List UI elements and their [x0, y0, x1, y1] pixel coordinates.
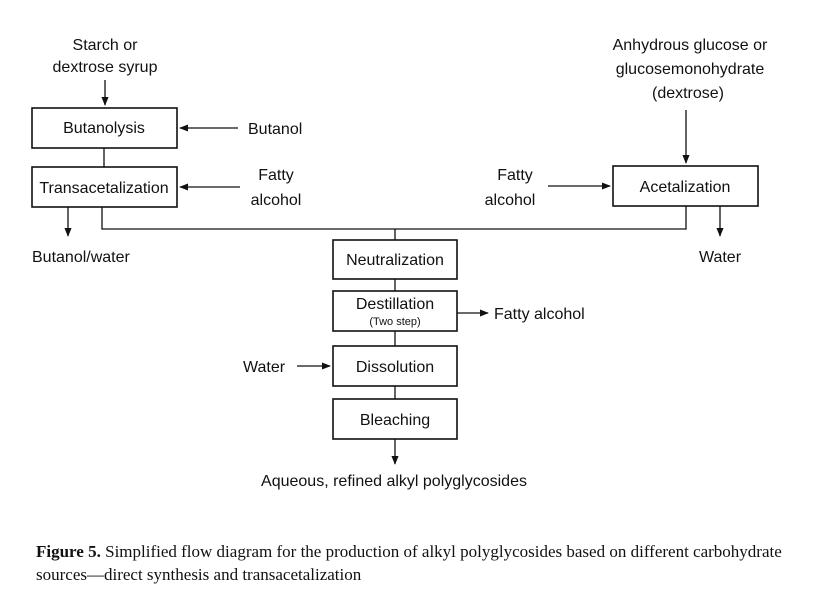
water-output-label: Water: [699, 249, 742, 266]
transacetalization-merge-line: [101, 207, 395, 230]
figure-caption: Figure 5. Simplified flow diagram for th…: [36, 540, 816, 586]
acetalization-merge-line: [395, 206, 687, 230]
anhydrous-input-label-line2: glucosemonohydrate: [616, 61, 765, 78]
fatty-alcohol-right-label-line1: Fatty: [497, 167, 533, 184]
starch-input-label-line2: dextrose syrup: [53, 59, 158, 76]
flow-diagram: Starch or dextrose syrup Butanolysis But…: [31, 37, 768, 490]
transacetalization-label: Transacetalization: [39, 180, 168, 197]
bleaching-box: [332, 398, 458, 440]
butanol-water-output-label: Butanol/water: [32, 249, 131, 266]
bleaching-label: Bleaching: [360, 412, 430, 429]
acetalization-label: Acetalization: [640, 179, 731, 196]
product-output-label: Aqueous, refined alkyl polyglycosides: [261, 473, 527, 490]
fatty-alcohol-left-label-line1: Fatty: [258, 167, 294, 184]
butanolysis-label: Butanolysis: [63, 120, 145, 137]
figure-caption-text: Simplified flow diagram for the producti…: [36, 542, 782, 584]
destillation-label: Destillation: [356, 296, 434, 313]
anhydrous-input-label-line1: Anhydrous glucose or: [613, 37, 768, 54]
destillation-note: (Two step): [369, 316, 420, 328]
destillation-box: [332, 290, 458, 332]
neutralization-label: Neutralization: [346, 252, 444, 269]
butanol-input-label: Butanol: [248, 121, 302, 138]
anhydrous-input-label-line3: (dextrose): [652, 85, 724, 102]
starch-input-label-line1: Starch or: [73, 37, 139, 54]
fatty-alcohol-left-label-line2: alcohol: [251, 192, 302, 209]
acetalization-box: [612, 165, 759, 207]
transacetalization-box: [31, 166, 178, 208]
figure-label: Figure 5.: [36, 542, 101, 561]
fatty-alcohol-output-label: Fatty alcohol: [494, 306, 585, 323]
fatty-alcohol-right-label-line2: alcohol: [485, 192, 536, 209]
water-input-label: Water: [243, 359, 286, 376]
dissolution-label: Dissolution: [356, 359, 434, 376]
